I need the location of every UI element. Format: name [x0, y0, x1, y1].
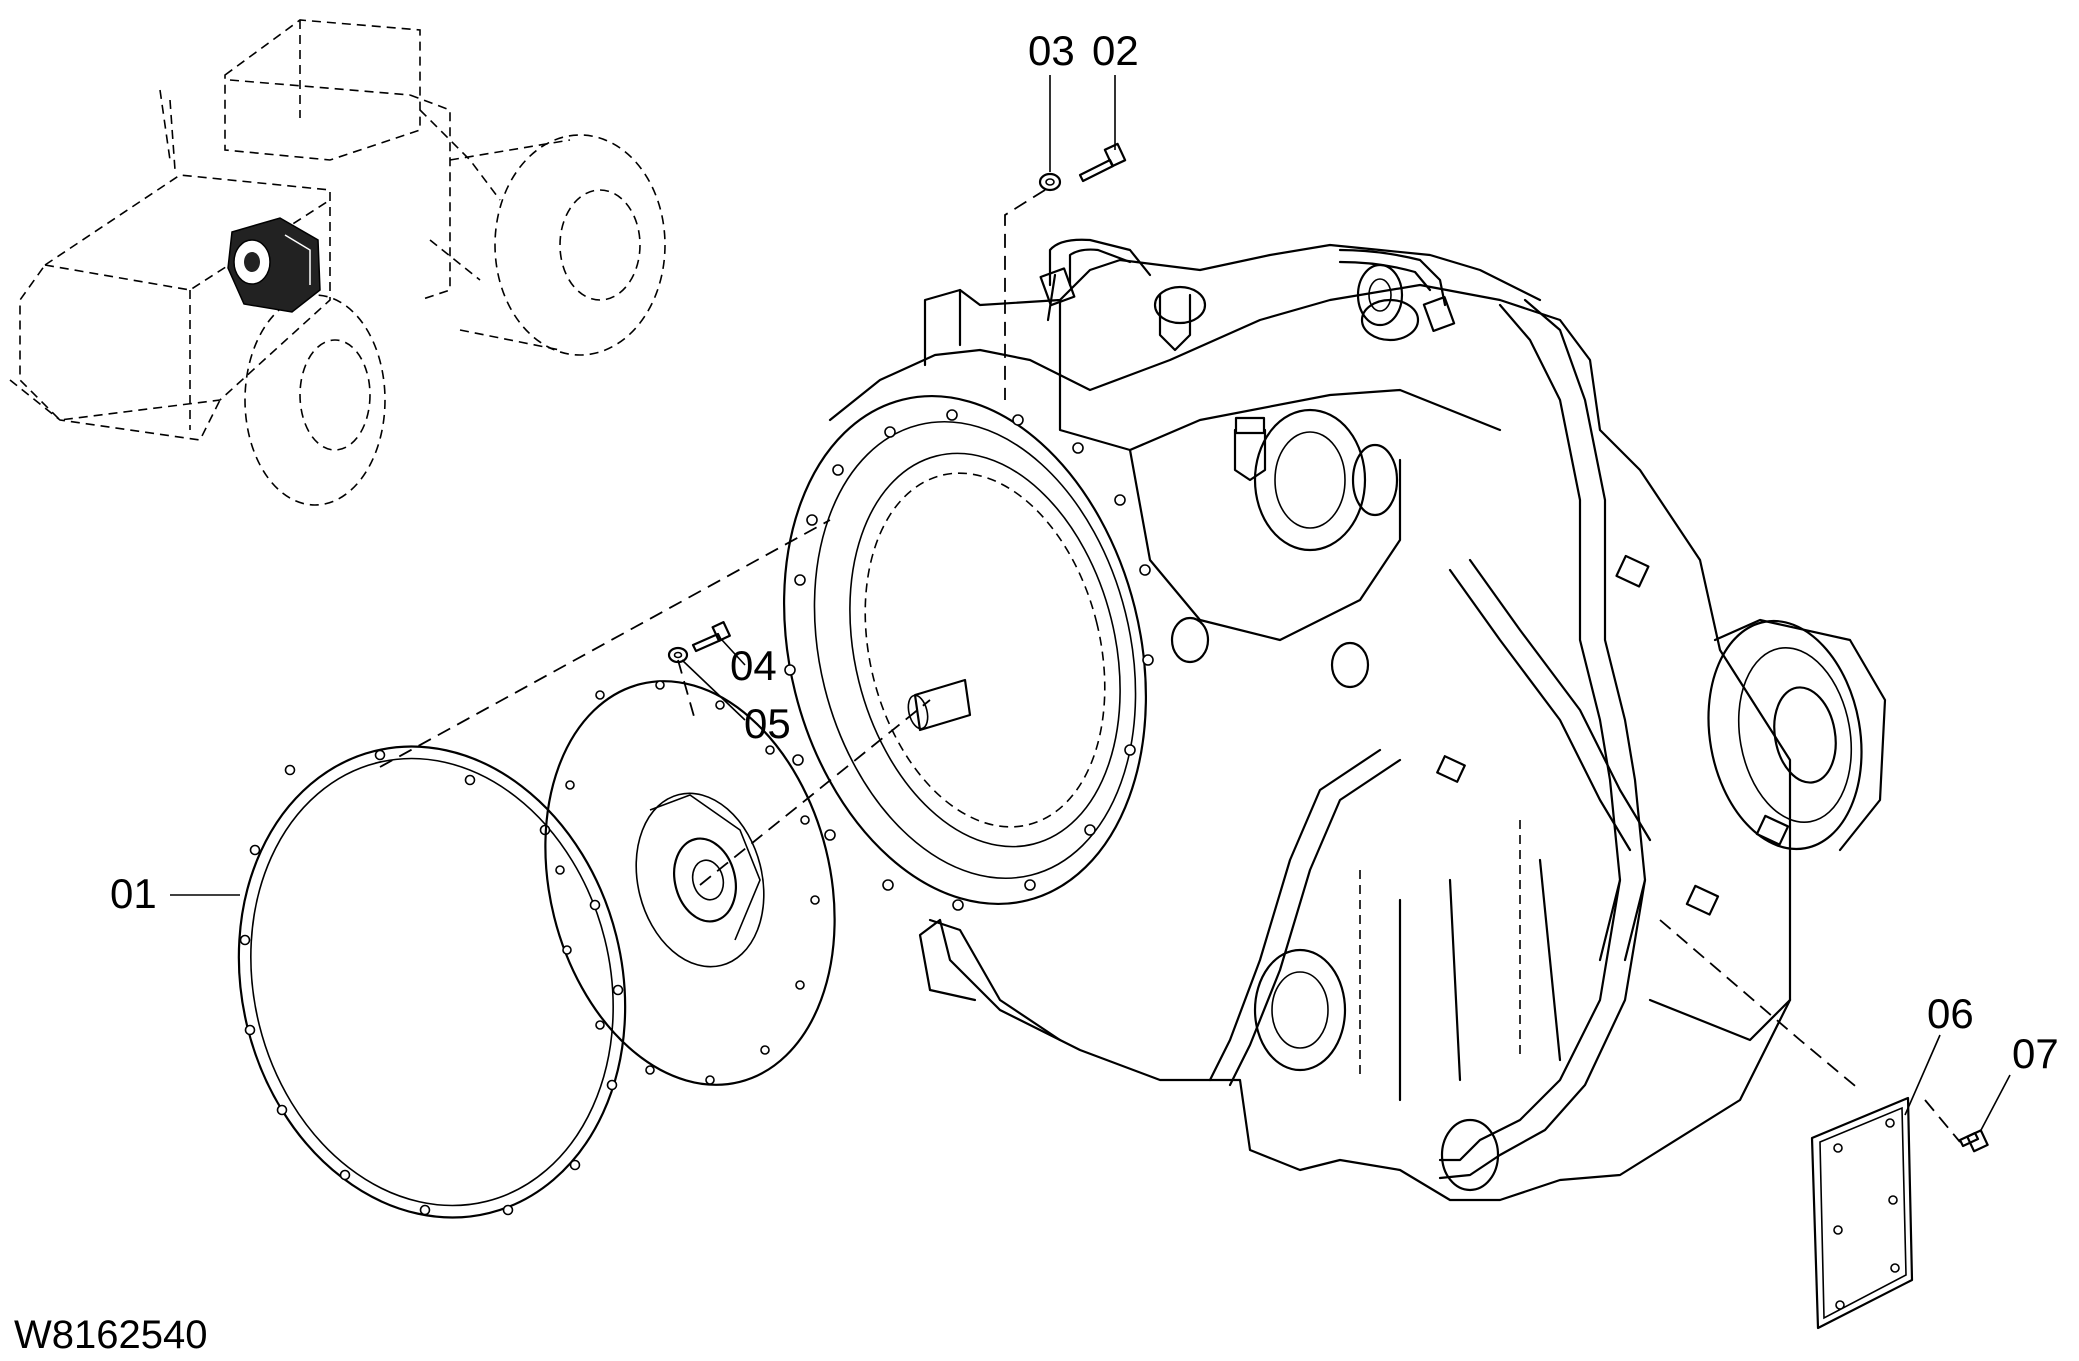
callout-03: 03: [1028, 27, 1075, 74]
gasket-holes: [239, 749, 624, 1216]
callout-01: 01: [110, 870, 157, 917]
part-07-bolt: [1958, 1129, 1989, 1153]
callout-07: 07: [2012, 1030, 2059, 1077]
callout-02: 02: [1092, 27, 1139, 74]
transmission-assembly: [782, 238, 1887, 1202]
leader-lines: [170, 75, 2011, 1133]
transmission-location-highlight: [227, 217, 321, 313]
drawing-id: W8162540: [14, 1313, 207, 1357]
callout-05: 05: [744, 700, 791, 747]
assembly-centerlines: [379, 189, 1961, 1143]
callout-06: 06: [1927, 990, 1974, 1037]
part-04-bolt-washer: [667, 621, 731, 664]
housing-flange-holes: [784, 409, 1154, 911]
part-05-flexplate: [544, 680, 836, 1086]
part-01-gasket: [237, 745, 627, 1219]
callout-labels: 03 02 04 05 01 06 07: [110, 27, 2059, 1077]
fittings: [1039, 267, 1790, 916]
part-02-03-bolt-washer: [1038, 142, 1127, 192]
machine-locator-inset: [9, 19, 666, 506]
output-flange: [1707, 618, 1887, 852]
flexplate-holes: [555, 680, 820, 1085]
part-06-cover-plate: [1810, 1096, 1914, 1330]
callout-04: 04: [730, 642, 777, 689]
